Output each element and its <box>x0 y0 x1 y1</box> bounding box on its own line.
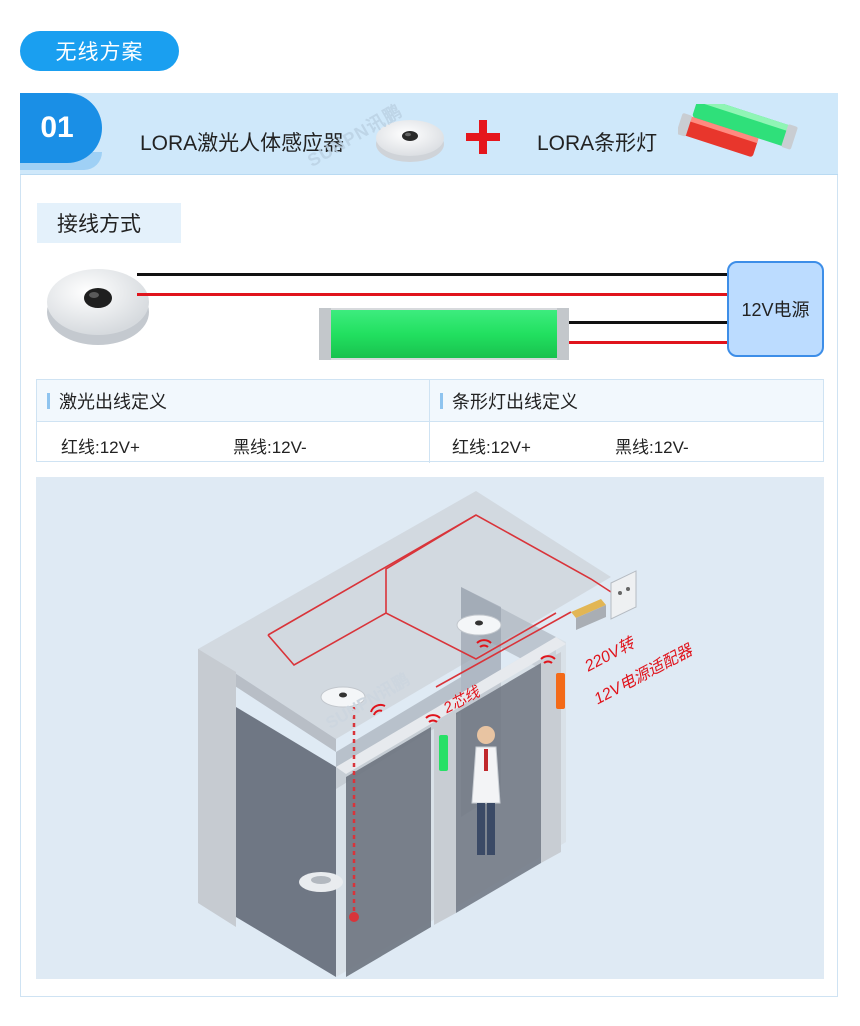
table-divider <box>429 380 430 463</box>
laser-sensor-icon <box>47 269 149 345</box>
power-supply-box: 12V电源 <box>727 261 824 357</box>
plus-icon <box>464 118 502 156</box>
wire-definition-table: 激光出线定义 条形灯出线定义 红线:12V+ 黑线:12V- 红线:12V+ 黑… <box>36 379 824 463</box>
sensor-black-wire <box>137 273 727 276</box>
sensor-definition-header: 激光出线定义 <box>37 380 429 422</box>
wiring-section-tag: 接线方式 <box>37 203 181 243</box>
sensor-black-definition: 黑线:12V- <box>233 438 307 457</box>
bar-light-product-icon <box>678 104 798 157</box>
light-red-wire <box>566 341 727 344</box>
restroom-scene: 2芯线 220V转 12V电源适配器 SUNPN讯鹏 <box>36 477 824 979</box>
sensor-product-label: LORA激光人体感应器 <box>140 132 345 155</box>
light-red-definition: 红线:12V+ <box>452 438 531 457</box>
sensor-red-wire <box>137 293 727 296</box>
light-product-label: LORA条形灯 <box>537 132 658 155</box>
light-black-definition: 黑线:12V- <box>615 438 689 457</box>
light-black-wire <box>566 321 727 324</box>
sensor-product-icon <box>376 120 444 162</box>
green-bar-light-icon <box>319 308 569 360</box>
sensor-red-definition: 红线:12V+ <box>61 438 140 457</box>
restroom-illustration <box>198 491 637 977</box>
light-definition-header: 条形灯出线定义 <box>430 380 823 422</box>
section-number-badge: 01 <box>20 93 102 163</box>
title-pill: 无线方案 <box>20 31 179 71</box>
